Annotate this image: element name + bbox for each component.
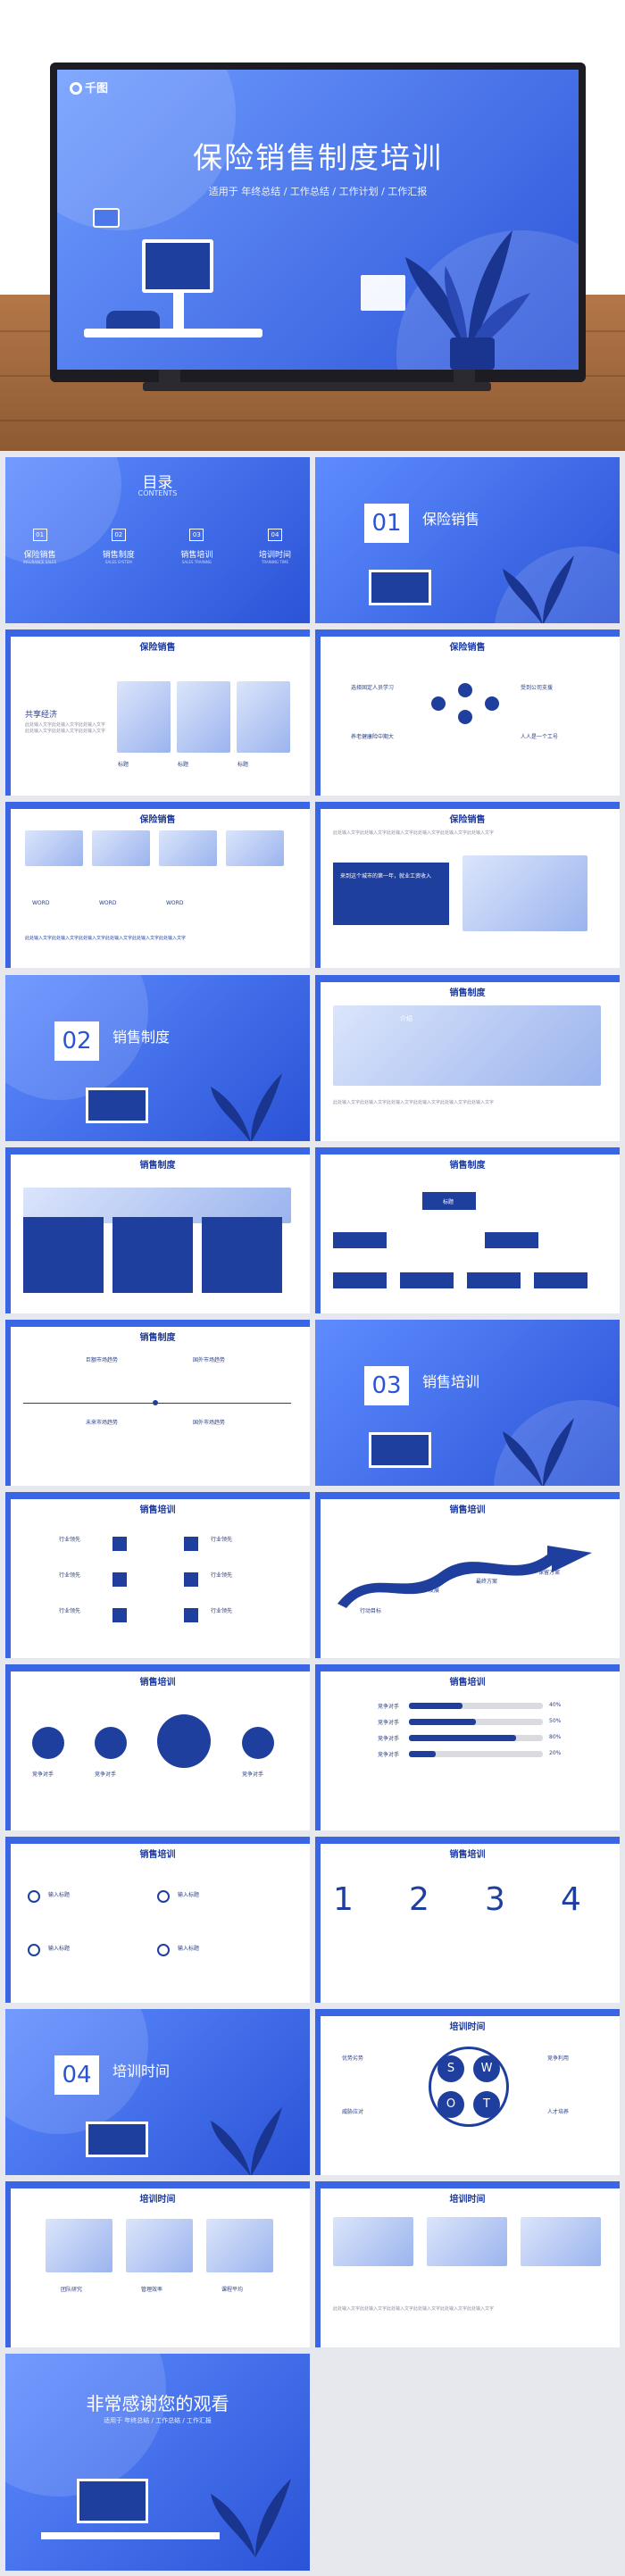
monitor-illustration bbox=[86, 1088, 148, 1123]
slide-market: 销售制度 巨额市场趋势 国外市场趋势 未来市场趋势 国外市场趋势 bbox=[5, 1320, 310, 1486]
progress-bar bbox=[409, 1703, 543, 1709]
monitor-illustration bbox=[86, 2122, 148, 2157]
logo-icon bbox=[70, 82, 82, 95]
pot-illustration bbox=[450, 338, 495, 370]
plant-illustration bbox=[503, 555, 574, 623]
monitor-illustration bbox=[369, 570, 431, 605]
check-icon bbox=[157, 1944, 170, 1956]
cover-preview: 千图 保险销售制度培训 适用于 年终总结 / 工作总结 / 工作计划 / 工作汇… bbox=[0, 0, 625, 451]
slide-section-02: 02 销售制度 bbox=[5, 975, 310, 1141]
slide-title: 培训时间 bbox=[139, 2195, 176, 2205]
slide-title: 销售培训 bbox=[139, 1505, 176, 1515]
slide-industry: 销售培训 行业领先 行业领先 行业领先 行业领先 行业领先 行业领先 bbox=[5, 1492, 310, 1658]
slide-title: 保险销售 bbox=[449, 815, 486, 825]
slide-four-points: 保险销售 选择固定人员学习 受到公司支援 养老健康险中期大 人人是一个工号 bbox=[315, 629, 620, 796]
slide-training: 培训时间 团队研究 管理效率 课程平均 bbox=[5, 2181, 310, 2347]
slide-title: 销售制度 bbox=[139, 1333, 176, 1343]
chair-illustration bbox=[106, 311, 160, 329]
section-number: 01 bbox=[364, 504, 409, 543]
slide-checks: 销售培训 输入标题 输入标题 输入标题 输入标题 bbox=[5, 1837, 310, 2003]
progress-bar bbox=[409, 1735, 543, 1741]
slide-title: 保险销售 bbox=[449, 643, 486, 653]
slide-title: 销售制度 bbox=[449, 1161, 486, 1171]
section-number: 03 bbox=[364, 1366, 409, 1405]
slide-training-images: 培训时间 此处输入文字此处输入文字此处输入文字此处输入文字此处输入文字此处输入文… bbox=[315, 2181, 620, 2347]
subtitle: 共享经济 bbox=[25, 711, 58, 720]
check-icon bbox=[28, 1944, 40, 1956]
section-title: 保险销售 bbox=[422, 511, 480, 528]
plant-illustration bbox=[211, 1073, 282, 1141]
slide-thanks: 非常感谢您的观看 适用于 年终总结 / 工作总结 / 工作汇报 bbox=[5, 2354, 310, 2571]
slide-title: 销售培训 bbox=[449, 1850, 486, 1860]
slide-title: 培训时间 bbox=[449, 2195, 486, 2205]
cover-title: 保险销售制度培训 bbox=[193, 140, 443, 175]
image-placeholder bbox=[177, 681, 230, 753]
plant-illustration bbox=[211, 2479, 291, 2557]
document-illustration bbox=[361, 275, 405, 311]
mail-icon bbox=[93, 208, 120, 228]
slide-title: 培训时间 bbox=[449, 2022, 486, 2032]
slide-shared-economy: 保险销售 共享经济 此处输入文字此处输入文字此处输入文字此处输入文字此处输入文字… bbox=[5, 629, 310, 796]
monitor-illustration bbox=[77, 2479, 148, 2523]
tv-stand bbox=[143, 382, 491, 391]
logo: 千图 bbox=[70, 79, 108, 96]
section-title: 培训时间 bbox=[112, 2063, 171, 2080]
slide-title: 保险销售 bbox=[139, 815, 176, 825]
section-number: 04 bbox=[54, 2055, 99, 2095]
cover-subtitle: 适用于 年终总结 / 工作总结 / 工作计划 / 工作汇报 bbox=[208, 186, 428, 197]
slide-title: 销售制度 bbox=[449, 988, 486, 998]
slide-title: 销售培训 bbox=[449, 1505, 486, 1515]
cover-slide: 千图 保险销售制度培训 适用于 年终总结 / 工作总结 / 工作计划 / 工作汇… bbox=[57, 70, 579, 370]
slide-title: 保险销售 bbox=[139, 643, 176, 653]
check-icon bbox=[157, 1890, 170, 1903]
slide-section-03: 03 销售培训 bbox=[315, 1320, 620, 1486]
x-icon bbox=[458, 683, 472, 697]
thanks-title: 非常感谢您的观看 bbox=[86, 2393, 229, 2414]
desk-illustration bbox=[84, 329, 262, 338]
check-icon bbox=[28, 1890, 40, 1903]
slide-system-cards: 销售制度 bbox=[5, 1147, 310, 1313]
slide-digits: 销售培训 1 2 3 4 bbox=[315, 1837, 620, 2003]
pin-icon bbox=[458, 710, 472, 724]
section-number: 02 bbox=[54, 1021, 99, 1061]
slide-title-tree: 销售制度 标题 bbox=[315, 1147, 620, 1313]
slide-intro: 销售制度 介绍 此处输入文字此处输入文字此处输入文字此处输入文字此处输入文字此处… bbox=[315, 975, 620, 1141]
plant-illustration bbox=[211, 2107, 282, 2175]
plant-illustration bbox=[503, 1418, 574, 1486]
slide-title: 销售培训 bbox=[449, 1678, 486, 1688]
slide-section-01: 01 保险销售 bbox=[315, 457, 620, 623]
share-icon bbox=[485, 696, 499, 711]
slide-word-cards: 保险销售 WORD WORD WORD 此处输入文字此处输入文字此处输入文字此处… bbox=[5, 802, 310, 968]
slide-steps: 销售培训 行动目标 维护发展 最终方案 保留方案 bbox=[315, 1492, 620, 1658]
arrow-icon bbox=[431, 696, 446, 711]
slide-quote: 保险销售 此处输入文字此处输入文字此处输入文字此处输入文字此处输入文字此处输入文… bbox=[315, 802, 620, 968]
slide-title: 销售培训 bbox=[139, 1850, 176, 1860]
slide-progress: 销售培训 竞争对手 40% 竞争对手 50% 竞争对手 80% 竞争对手 20% bbox=[315, 1664, 620, 1830]
progress-bar bbox=[409, 1751, 543, 1757]
section-title: 销售制度 bbox=[112, 1029, 171, 1046]
slide-section-04: 04 培训时间 bbox=[5, 2009, 310, 2175]
arrow-steps bbox=[338, 1546, 592, 1608]
monitor-illustration bbox=[142, 239, 213, 293]
toc-title: 目录 bbox=[142, 474, 173, 492]
toc-subtitle: CONTENTS bbox=[138, 489, 178, 497]
quote-box bbox=[333, 863, 449, 925]
slide-competition: 销售培训 竞争对手 竞争对手 竞争对手 bbox=[5, 1664, 310, 1830]
section-title: 销售培训 bbox=[422, 1373, 480, 1390]
slide-swot: 培训时间 S W O T 优势劣势 竞争利用 威胁应对 人才培养 bbox=[315, 2009, 620, 2175]
progress-bar bbox=[409, 1719, 543, 1725]
slide-title: 销售培训 bbox=[139, 1678, 176, 1688]
image-placeholder bbox=[117, 681, 171, 753]
image-placeholder bbox=[237, 681, 290, 753]
slide-title: 销售制度 bbox=[139, 1161, 176, 1171]
monitor-illustration bbox=[369, 1432, 431, 1468]
